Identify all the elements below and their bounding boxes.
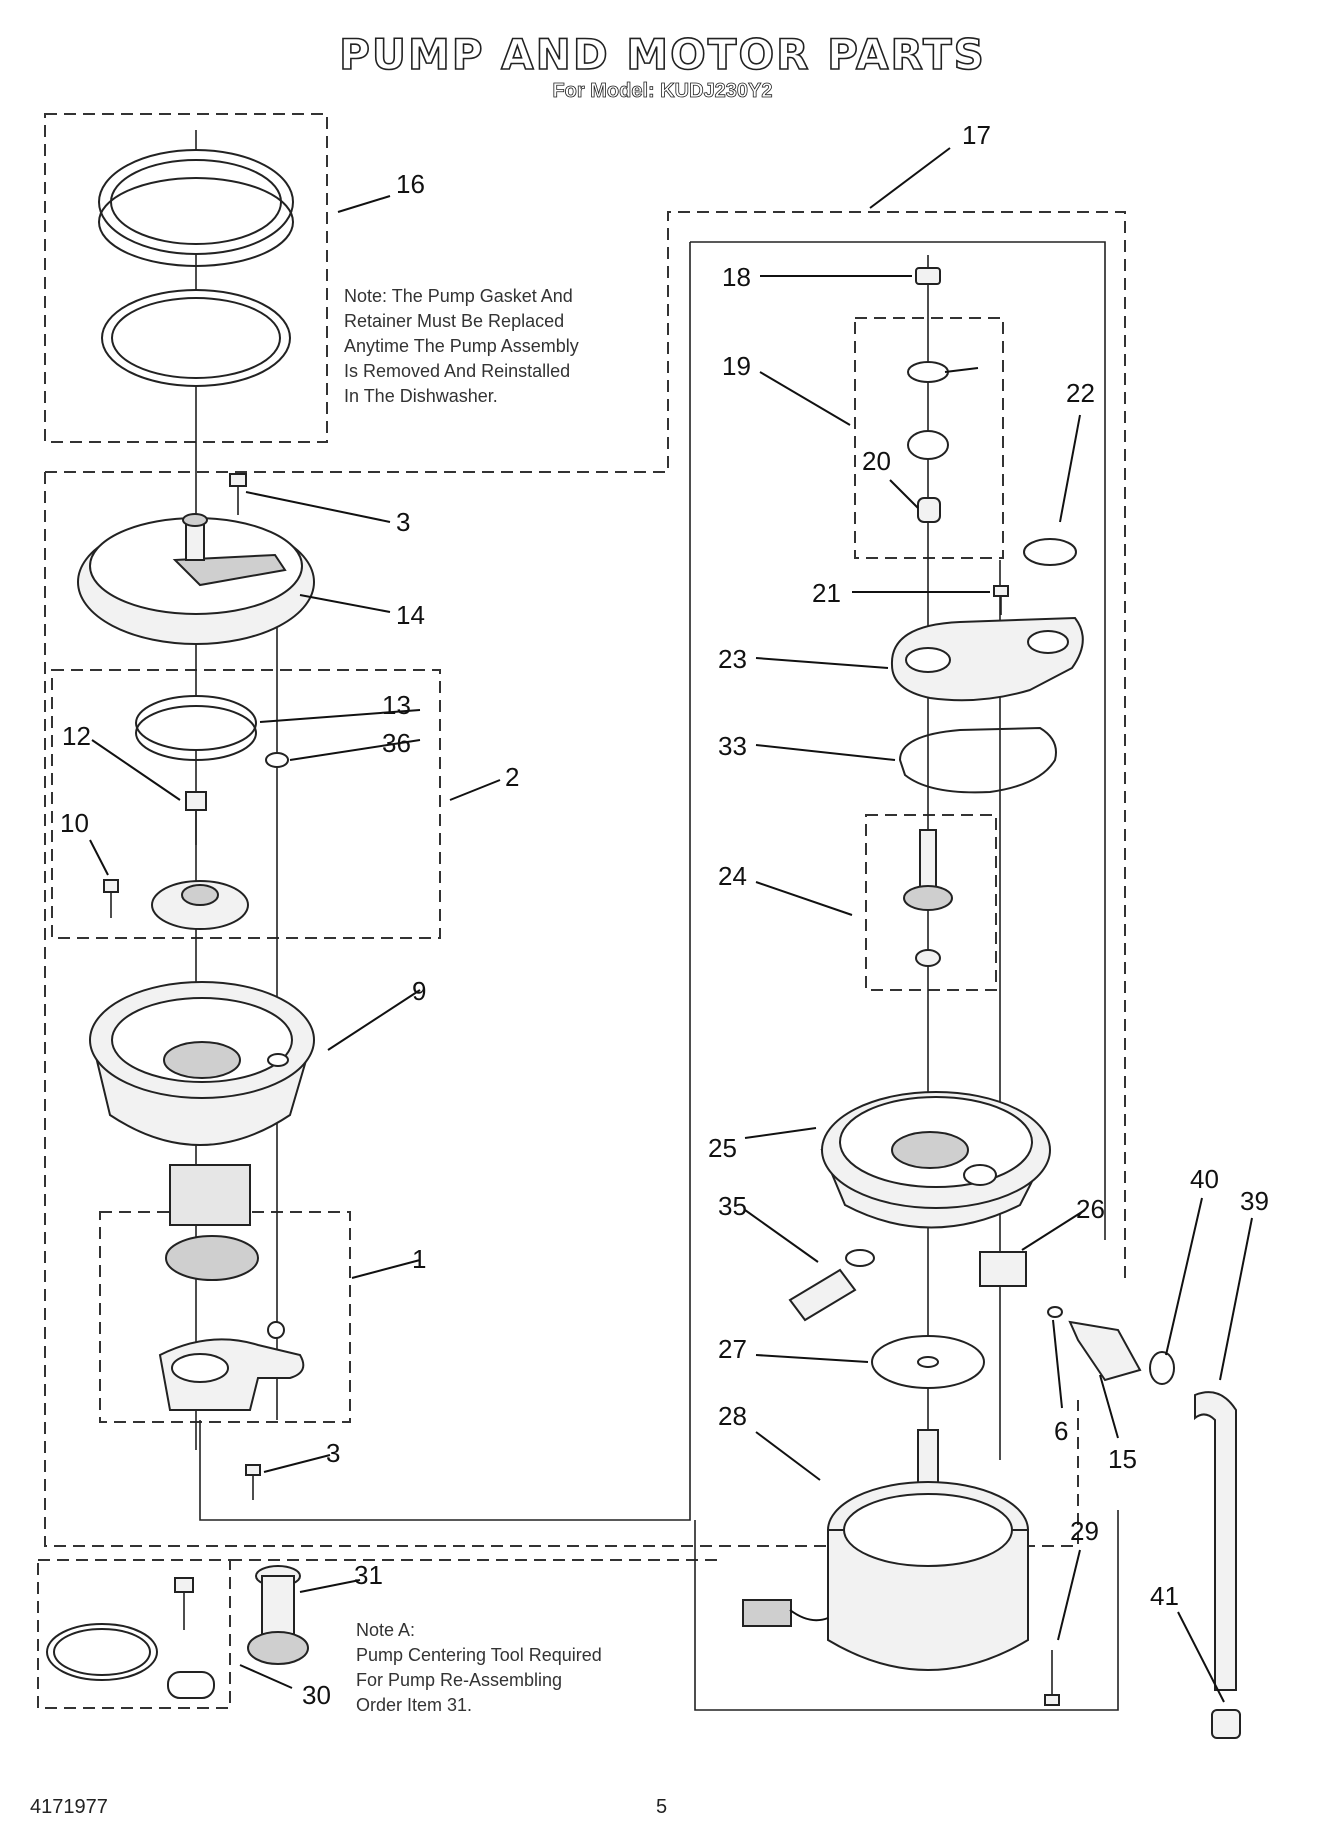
part-26-bracket xyxy=(979,1251,1027,1287)
callout-24: 24 xyxy=(718,861,747,891)
part-15-fitting xyxy=(1068,1320,1142,1382)
callout-20: 20 xyxy=(862,446,891,476)
outline-motor xyxy=(694,1510,1119,1711)
outline-pump-base xyxy=(199,242,691,1521)
outline-17 xyxy=(690,241,1106,1240)
part-3-screw-bottom xyxy=(245,1464,261,1500)
group-box-24 xyxy=(865,814,997,991)
callout-27: 27 xyxy=(718,1334,747,1364)
part-31-centering-tool xyxy=(247,1565,309,1665)
group-box-30 xyxy=(37,1559,231,1709)
part-39-drain-hose xyxy=(1194,1391,1237,1691)
part-12-bolt xyxy=(185,791,207,845)
document-number: 4171977 xyxy=(30,1796,108,1818)
part-21-screw xyxy=(993,585,1009,615)
callout-3-top: 3 xyxy=(396,507,410,537)
page-title: PUMP AND MOTOR PARTS xyxy=(338,29,986,80)
callout-26: 26 xyxy=(1076,1194,1105,1224)
callout-18: 18 xyxy=(722,262,751,292)
part-30-gasket-kit xyxy=(46,1577,215,1699)
part-20-bushing xyxy=(917,497,941,523)
callout-16: 16 xyxy=(396,169,425,199)
part-10-screw xyxy=(103,879,119,918)
callout-41: 41 xyxy=(1150,1581,1179,1611)
callout-29: 29 xyxy=(1070,1516,1099,1546)
callout-33: 33 xyxy=(718,731,747,761)
part-35-hose-elbow xyxy=(788,1249,875,1322)
callout-15: 15 xyxy=(1108,1444,1137,1474)
callout-6: 6 xyxy=(1054,1416,1068,1446)
part-18-nut xyxy=(915,267,941,285)
part-33-gasket xyxy=(898,726,1057,794)
callout-19: 19 xyxy=(722,351,751,381)
callout-35: 35 xyxy=(718,1191,747,1221)
impeller xyxy=(151,880,249,930)
callout-13: 13 xyxy=(382,690,411,720)
callout-17: 17 xyxy=(962,120,991,150)
callout-21: 21 xyxy=(812,578,841,608)
page-number: 5 xyxy=(656,1796,668,1818)
part-1-filter-strainer xyxy=(158,1235,305,1411)
group-box-17 xyxy=(45,211,1126,1280)
callout-14: 14 xyxy=(396,600,425,630)
callout-12: 12 xyxy=(62,721,91,751)
part-41-cap xyxy=(1211,1709,1241,1739)
callout-40: 40 xyxy=(1190,1164,1219,1194)
callout-36: 36 xyxy=(382,728,411,758)
group-box-2 xyxy=(51,669,441,939)
part-16-pump-gasket xyxy=(98,149,294,387)
model-subtitle: For Model: KUDJ230Y2 xyxy=(552,80,773,103)
part-9-pump-housing xyxy=(89,981,315,1226)
part-3-screw-top xyxy=(229,473,247,515)
part-40-clamp xyxy=(1149,1351,1175,1385)
callout-23: 23 xyxy=(718,644,747,674)
part-14-pump-cover xyxy=(77,513,315,645)
part-36-o-ring xyxy=(265,752,289,768)
callout-30: 30 xyxy=(302,1680,331,1710)
part-25-pump-base xyxy=(820,1091,1051,1229)
callout-3-bottom: 3 xyxy=(326,1438,340,1468)
part-22-seal-ring xyxy=(1023,538,1077,566)
callout-28: 28 xyxy=(718,1401,747,1431)
part-6-o-ring xyxy=(1047,1306,1063,1318)
callout-22: 22 xyxy=(1066,378,1095,408)
callout-39: 39 xyxy=(1240,1186,1269,1216)
group-box-pump-assembly xyxy=(44,472,1079,1547)
callout-9: 9 xyxy=(412,976,426,1006)
group-box-19 xyxy=(854,317,1004,559)
callout-1: 1 xyxy=(412,1244,426,1274)
part-27-slinger-disc xyxy=(871,1335,985,1389)
part-13-ring xyxy=(135,695,257,761)
part-28-motor xyxy=(742,1429,1029,1671)
callout-25: 25 xyxy=(708,1133,737,1163)
centering-tool-note: Note A: Pump Centering Tool Required For… xyxy=(356,1620,602,1715)
group-box-16 xyxy=(44,113,328,443)
callout-10: 10 xyxy=(60,808,89,838)
part-29-screw xyxy=(1044,1650,1060,1706)
callout-2: 2 xyxy=(505,762,519,792)
callout-31: 31 xyxy=(354,1560,383,1590)
part-24-shaft xyxy=(903,829,953,967)
part-23-cover-plate xyxy=(890,616,1084,702)
leader-lines xyxy=(89,147,1253,1703)
gasket-note: Note: The Pump Gasket And Retainer Must … xyxy=(344,286,579,406)
part-19-spring-clip xyxy=(907,361,979,460)
